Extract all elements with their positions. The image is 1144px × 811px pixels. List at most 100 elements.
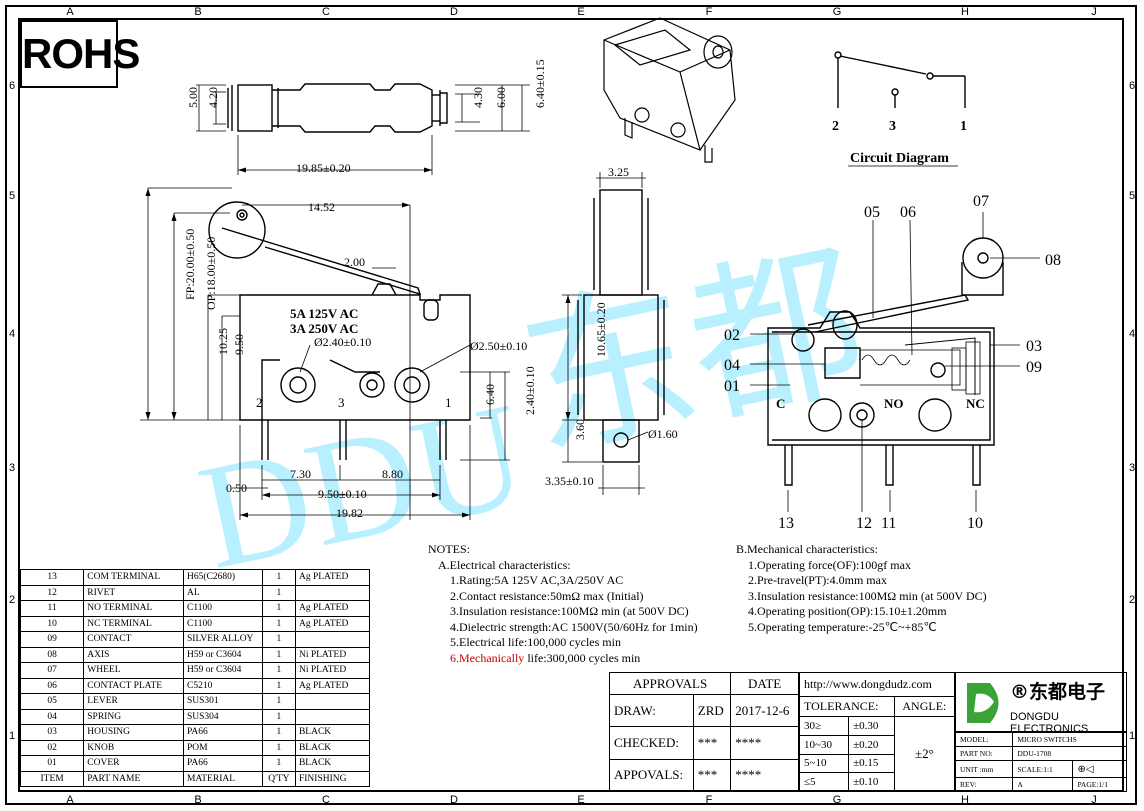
- bom-finishing: BLACK: [294, 739, 371, 756]
- tol-value-1: ±0.30: [848, 716, 895, 736]
- bom-material: C1100: [183, 600, 263, 617]
- callout-02: 02: [724, 327, 740, 344]
- company-logo-icon: [967, 683, 999, 723]
- zone-row-4: 4: [1128, 328, 1136, 340]
- dim-front-9-50: 9.50: [232, 334, 246, 355]
- checked-label: CHECKED:: [609, 726, 694, 760]
- zone-row-1: 1: [1128, 730, 1136, 742]
- dim-top-6-00: 6.00: [494, 87, 508, 108]
- zone-col-g: G: [832, 6, 842, 18]
- electrical-note: 6.Mechanically life:300,000 cycles min: [450, 650, 641, 665]
- bom-finishing: Ni PLATED: [294, 662, 371, 679]
- tol-value-4: ±0.10: [848, 772, 895, 792]
- bom-qty: 1: [261, 662, 296, 679]
- dim-front-9-50b: 9.50±0.10: [318, 487, 367, 501]
- bom-qty: 1: [261, 677, 296, 694]
- bom-finishing: Ni PLATED: [294, 646, 371, 663]
- zone-col-b: B: [194, 794, 202, 806]
- notes-electrical: NOTES: A.Electrical characteristics: 1.R…: [428, 542, 698, 666]
- mark-nc: NC: [966, 396, 985, 411]
- callout-11: 11: [881, 515, 896, 532]
- dim-side-3-60: 3.60: [573, 419, 587, 440]
- callout-05: 05: [864, 204, 880, 221]
- unit-label: UNIT :mm: [954, 760, 1014, 778]
- bom-finishing: [294, 584, 371, 601]
- tol-value-2: ±0.20: [848, 734, 895, 755]
- dim-side-3-35: 3.35±0.10: [545, 474, 594, 488]
- bom-item: ITEM: [19, 770, 85, 787]
- inner-frame: [18, 18, 1124, 792]
- bom-finishing: Ag PLATED: [294, 569, 371, 586]
- zone-row-6: 6: [1128, 80, 1136, 92]
- tol-range-1: 30≥: [798, 716, 850, 736]
- callout-13: 13: [778, 515, 794, 532]
- bom-finishing: Ag PLATED: [294, 600, 371, 617]
- bom-item: 01: [19, 755, 85, 772]
- electrical-note: 2.Contact resistance:50mΩ max (Initial): [450, 588, 644, 603]
- projection-icon: ⊕◁: [1072, 760, 1127, 778]
- bom-part-name: CONTACT: [83, 631, 184, 648]
- electrical-note: 5.Electrical life:100,000 cycles min: [450, 635, 621, 649]
- bom-item: 02: [19, 739, 85, 756]
- mechanical-note: 3.Insulation resistance:100MΩ min (at 50…: [748, 588, 987, 603]
- zone-col-d: D: [450, 794, 458, 806]
- part-info-block: MODEL:MICRO SWITCHS PART NO:DDU-1708 UNI…: [954, 731, 1127, 793]
- dim-top-5-00: 5.00: [186, 87, 200, 108]
- electrical-note: 1.Rating:5A 125V AC,3A/250V AC: [450, 573, 624, 587]
- bom-part-name: COVER: [83, 755, 184, 772]
- mark-com: C: [776, 396, 785, 411]
- zone-col-a: A: [66, 6, 74, 18]
- approvals-date: ****: [730, 758, 799, 793]
- bom-qty: 1: [261, 569, 296, 586]
- zone-row-5: 5: [1128, 190, 1136, 202]
- bom-qty: 1: [261, 584, 296, 601]
- notes-heading: NOTES:: [428, 542, 470, 556]
- bom-item: 08: [19, 646, 85, 663]
- bom-item: 03: [19, 724, 85, 741]
- bom-material: SUS301: [183, 693, 263, 710]
- company-block: ®东都电子 DONGDU ELECTRONICS: [955, 672, 1127, 735]
- terminal-1-label: 1: [445, 395, 452, 410]
- dim-front-19-82: 19.82: [336, 506, 363, 520]
- dim-front-0-50: 0.50: [226, 481, 247, 495]
- bom-qty: 1: [261, 693, 296, 710]
- electrical-note: 3.Insulation resistance:100MΩ min (at 50…: [450, 604, 689, 618]
- notes-mechanical: B.Mechanical characteristics: 1.Operatin…: [736, 542, 987, 635]
- tol-range-4: ≤5: [798, 772, 850, 792]
- bom-item: 05: [19, 693, 85, 710]
- checked-date: ****: [730, 726, 799, 760]
- dim-front-op: OP:18.00±0.50: [204, 237, 218, 310]
- callout-04: 04: [724, 357, 740, 374]
- website-url: http://www.dongdudz.com: [799, 671, 955, 698]
- zone-row-1: 1: [8, 730, 16, 742]
- dim-side-d160: Ø1.60: [648, 427, 678, 441]
- bom-material: C5210: [183, 677, 263, 694]
- bom-finishing: FINISHING: [294, 770, 371, 787]
- zone-col-e: E: [577, 6, 585, 18]
- zone-col-a: A: [66, 794, 74, 806]
- callout-09: 09: [1026, 359, 1042, 376]
- model-label: MODEL:: [954, 731, 1014, 748]
- dim-front-6-40: 6.40: [483, 384, 497, 405]
- zone-col-h: H: [961, 794, 969, 806]
- rev-label: REV:: [954, 776, 1014, 793]
- zone-row-6: 6: [8, 80, 16, 92]
- bom-finishing: Ag PLATED: [294, 615, 371, 632]
- outer-frame: [5, 5, 1137, 805]
- bom-material: SILVER ALLOY: [183, 631, 263, 648]
- dim-front-2-00: 2.00: [344, 255, 365, 269]
- bom-material: H59 or C3604: [183, 662, 263, 679]
- bom-item: 13: [19, 569, 85, 586]
- dim-front-7-30: 7.30: [290, 467, 311, 481]
- draw-label: DRAW:: [609, 694, 694, 728]
- dim-top-6-40: 6.40±0.15: [533, 59, 547, 108]
- bom-part-name: WHEEL: [83, 662, 184, 679]
